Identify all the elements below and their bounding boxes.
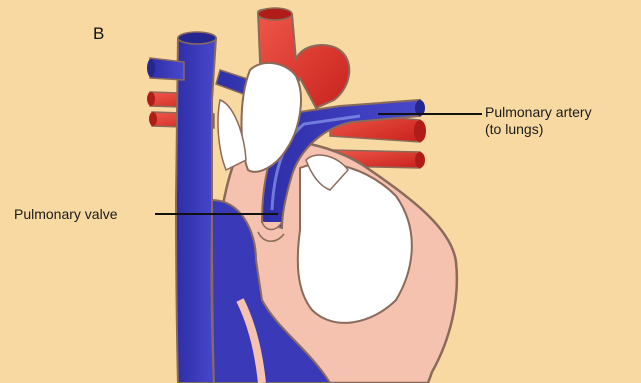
pulmonary-artery-label: Pulmonary artery (to lungs) (485, 104, 592, 138)
vena-cava (147, 32, 216, 383)
pulmonary-artery-label-line2: (to lungs) (485, 121, 592, 138)
pulmonary-valve-label: Pulmonary valve (14, 206, 118, 223)
pulmonary-artery-label-line1: Pulmonary artery (485, 104, 592, 121)
